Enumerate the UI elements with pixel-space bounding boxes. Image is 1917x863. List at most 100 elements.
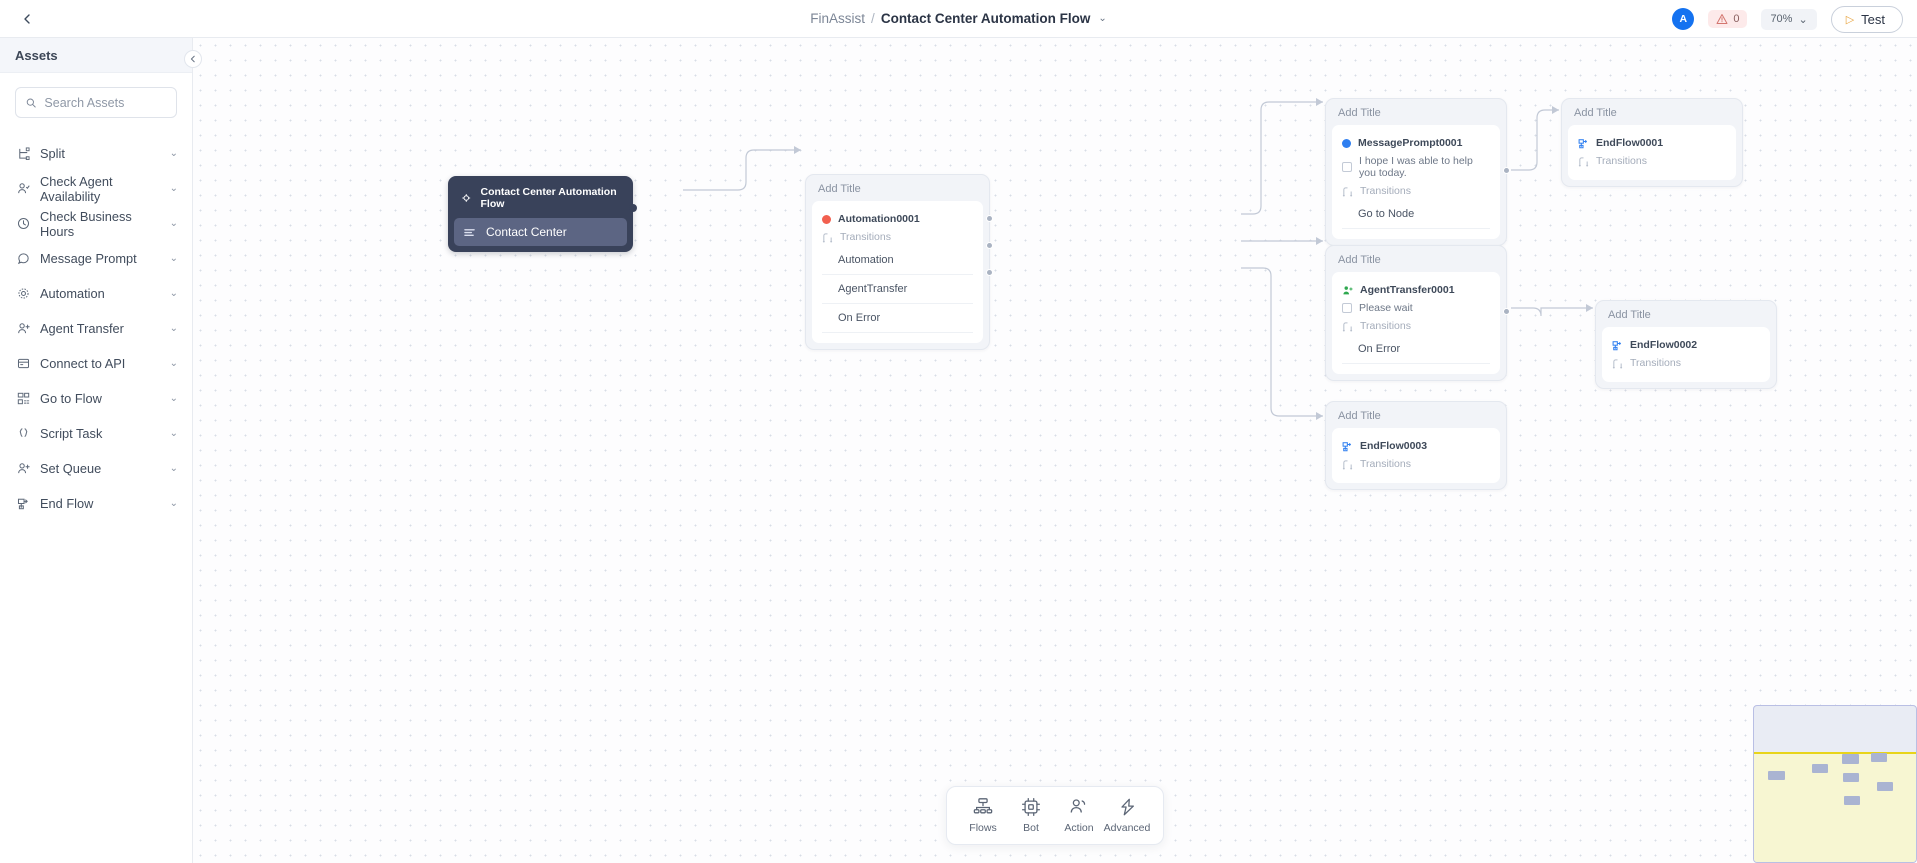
toolbar-advanced-button[interactable]: Advanced <box>1103 797 1151 834</box>
chevron-down-icon[interactable]: ⌄ <box>169 218 178 229</box>
node-title[interactable]: Add Title <box>1338 254 1381 266</box>
toolbar-label: Advanced <box>1103 822 1151 834</box>
sidebar-item-automation[interactable]: Automation ⌄ <box>0 276 192 311</box>
chevron-down-icon[interactable]: ⌄ <box>169 253 178 264</box>
transition-item[interactable]: On Error <box>822 304 973 333</box>
sidebar-item-label: Agent Transfer <box>40 321 124 336</box>
node-title[interactable]: Add Title <box>818 183 861 195</box>
node-name-row: Automation0001 <box>822 210 973 228</box>
test-button[interactable]: ▷ Test <box>1830 5 1903 33</box>
chevron-down-icon[interactable]: ⌄ <box>169 323 178 334</box>
sidebar-item-go-to-flow[interactable]: Go to Flow ⌄ <box>0 381 192 416</box>
transitions-icon <box>1578 156 1589 167</box>
start-node-output-port[interactable] <box>629 204 637 212</box>
zoom-level-label: 70% <box>1770 13 1793 25</box>
node-title[interactable]: Add Title <box>1338 410 1381 422</box>
sidebar-item-message-prompt[interactable]: Message Prompt ⌄ <box>0 241 192 276</box>
node-automation[interactable]: Add Title Automation0001 Transitions Aut… <box>805 174 993 350</box>
node-transitions-header: Transitions <box>1342 455 1490 473</box>
warning-count: 0 <box>1733 13 1740 25</box>
transitions-label: Transitions <box>1360 185 1411 197</box>
node-body: EndFlow0002 Transitions <box>1602 327 1770 382</box>
minimap-viewport[interactable] <box>1754 752 1916 862</box>
flow-canvas[interactable]: Contact Center Automation Flow Contact C… <box>193 38 1917 863</box>
node-title[interactable]: Add Title <box>1574 107 1617 119</box>
sidebar-item-script-task[interactable]: Script Task ⌄ <box>0 416 192 451</box>
chevron-down-icon[interactable]: ⌄ <box>1098 13 1107 24</box>
node-name-row: AgentTransfer0001 <box>1342 281 1490 299</box>
flows-icon <box>973 798 993 814</box>
canvas-toolbar: Flows Bot Action <box>946 786 1164 845</box>
toolbar-flows-button[interactable]: Flows <box>959 797 1007 834</box>
avatar[interactable]: A <box>1672 8 1695 30</box>
chevron-down-icon[interactable]: ⌄ <box>169 393 178 404</box>
sidebar-item-check-business-hours[interactable]: Check Business Hours ⌄ <box>0 206 192 241</box>
transition-item[interactable]: Go to Node <box>1342 200 1490 229</box>
chevron-down-icon[interactable]: ⌄ <box>169 428 178 439</box>
status-dot <box>1342 138 1351 148</box>
sidebar-item-label: Automation <box>40 286 105 301</box>
zoom-selector[interactable]: 70% ⌄ <box>1761 8 1817 30</box>
node-output-port[interactable] <box>986 242 993 249</box>
people-icon <box>1070 799 1086 813</box>
node-message: I hope I was able to help you today. <box>1359 155 1473 179</box>
canvas-minimap[interactable] <box>1753 705 1917 863</box>
node-message: Please wait <box>1359 302 1413 314</box>
node-agent-transfer[interactable]: Add Title AgentTransfer0001 Please wait <box>1325 245 1510 381</box>
assets-header: Assets <box>0 38 192 73</box>
flow-icon <box>16 392 30 406</box>
node-name: Automation0001 <box>838 213 920 225</box>
sidebar-item-connect-to-api[interactable]: Connect to API ⌄ <box>0 346 192 381</box>
minimap-node <box>1812 764 1828 773</box>
chevron-down-icon[interactable]: ⌄ <box>169 463 178 474</box>
flow-start-icon <box>462 193 471 203</box>
chevron-down-icon[interactable]: ⌄ <box>169 498 178 509</box>
transitions-label: Transitions <box>1630 357 1681 369</box>
search-input[interactable] <box>44 95 166 110</box>
sidebar-item-label: Check Agent Availability <box>40 173 113 204</box>
node-message-prompt[interactable]: Add Title MessagePrompt0001 I hope I was… <box>1325 98 1510 246</box>
start-node-row[interactable]: Contact Center <box>454 218 627 246</box>
node-output-port[interactable] <box>986 269 993 276</box>
user-queue-icon <box>16 462 30 476</box>
node-output-port[interactable] <box>1503 308 1510 315</box>
transitions-icon <box>822 232 833 243</box>
toolbar-bot-button[interactable]: Bot <box>1007 797 1055 834</box>
chevron-down-icon[interactable]: ⌄ <box>169 358 178 369</box>
transitions-label: Transitions <box>1596 155 1647 167</box>
search-box[interactable] <box>15 87 177 118</box>
node-name: EndFlow0001 <box>1596 137 1664 149</box>
toolbar-action-button[interactable]: Action <box>1055 797 1103 834</box>
node-end-flow-2[interactable]: Add Title EndFlow0002 Transitions <box>1595 300 1777 389</box>
transition-item[interactable]: Automation <box>822 246 973 275</box>
node-title[interactable]: Add Title <box>1608 309 1651 321</box>
toolbar-label: Bot <box>1023 822 1039 834</box>
chevron-down-icon[interactable]: ⌄ <box>169 148 178 159</box>
sidebar-item-set-queue[interactable]: Set Queue ⌄ <box>0 451 192 486</box>
transition-item[interactable]: AgentTransfer <box>822 275 973 304</box>
back-button[interactable] <box>10 2 44 36</box>
play-icon: ▷ <box>1845 13 1855 26</box>
chevron-down-icon[interactable]: ⌄ <box>169 183 178 194</box>
warning-badge[interactable]: 0 <box>1708 10 1748 28</box>
node-output-port[interactable] <box>986 215 993 222</box>
node-transitions-header: Transitions <box>822 228 973 246</box>
sidebar-item-split[interactable]: Split ⌄ <box>0 136 192 171</box>
sidebar-item-label: Connect to API <box>40 356 126 371</box>
sidebar-collapse-button[interactable] <box>184 50 202 68</box>
transition-item[interactable]: On Error <box>1342 335 1490 364</box>
breadcrumb: FinAssist / Contact Center Automation Fl… <box>810 11 1106 26</box>
node-end-flow-1[interactable]: Add Title EndFlow0001 Transitions <box>1561 98 1743 187</box>
node-title[interactable]: Add Title <box>1338 107 1381 119</box>
node-end-flow-3[interactable]: Add Title EndFlow0003 Transitions <box>1325 401 1507 490</box>
node-name-row: MessagePrompt0001 <box>1342 134 1490 152</box>
breadcrumb-parent[interactable]: FinAssist <box>810 11 866 26</box>
node-body: EndFlow0001 Transitions <box>1568 125 1736 180</box>
sidebar-item-agent-transfer[interactable]: Agent Transfer ⌄ <box>0 311 192 346</box>
start-node[interactable]: Contact Center Automation Flow Contact C… <box>448 176 637 252</box>
sidebar-item-end-flow[interactable]: End Flow ⌄ <box>0 486 192 521</box>
sidebar-item-check-agent-availability[interactable]: Check Agent Availability ⌄ <box>0 171 192 206</box>
node-output-port[interactable] <box>1503 167 1510 174</box>
chevron-down-icon[interactable]: ⌄ <box>169 288 178 299</box>
minimap-node <box>1877 782 1893 791</box>
